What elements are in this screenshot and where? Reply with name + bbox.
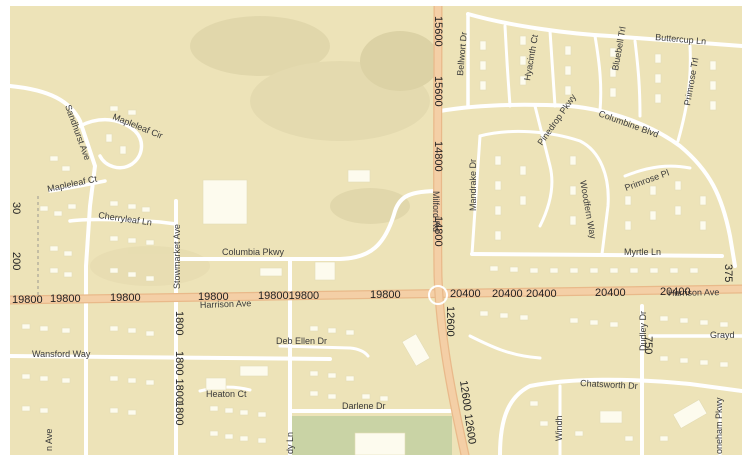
addr-18001800: 1800 1800 xyxy=(173,351,185,403)
addr-375: 375 xyxy=(722,264,734,282)
label-mandrake-dr: Mandrake Dr xyxy=(468,159,478,211)
addr-15600-a: 15600 xyxy=(432,16,444,47)
label-milford-rd: Milford Rd xyxy=(431,191,441,232)
label-grayd: Grayd xyxy=(710,330,735,340)
addr-1800-a: 1800 xyxy=(173,311,185,335)
addr-19800-a: 19800 xyxy=(12,294,43,306)
addr-14800-a: 14800 xyxy=(432,141,444,172)
addr-20400-e: 20400 xyxy=(660,286,691,298)
address-numbers: 19800 19800 19800 19800 1980019800 19800… xyxy=(10,16,734,445)
addr-20400-a: 20400 xyxy=(450,288,481,300)
label-oneham-pkwy: oneham Pkwy xyxy=(714,397,724,454)
label-stowmarket-ave: Stowmarket Ave xyxy=(172,224,182,289)
addr-1980019800: 1980019800 xyxy=(258,290,319,302)
frame-bottom xyxy=(0,455,742,461)
addr-200: 200 xyxy=(10,252,22,270)
label-ave-left: n Ave xyxy=(44,429,54,451)
label-chatsworth-dr: Chatsworth Dr xyxy=(580,378,638,391)
label-columbia-pkwy: Columbia Pkwy xyxy=(222,247,285,257)
minor-roads xyxy=(10,12,742,455)
label-harrison-ave-east: Harrison Ave xyxy=(668,287,720,298)
label-darlene-dr: Darlene Dr xyxy=(342,401,386,411)
addr-15600-b: 15600 xyxy=(432,76,444,107)
label-harrison-ave-west: Harrison Ave xyxy=(200,298,252,310)
label-deb-ellen-dr: Deb Ellen Dr xyxy=(276,336,327,346)
addr-19800-c: 19800 xyxy=(110,292,141,304)
frame-left xyxy=(0,0,10,461)
label-bellwort-dr: Bellwort Dr xyxy=(455,31,469,76)
label-heaton-ct: Heaton Ct xyxy=(206,389,247,399)
buildings xyxy=(21,35,729,455)
label-myrtle-ln: Myrtle Ln xyxy=(624,247,661,257)
addr-20400-c: 20400 xyxy=(526,288,557,300)
addr-1800-b: 1800 xyxy=(173,401,185,425)
arterial-roads xyxy=(10,6,742,455)
label-windham: Windh xyxy=(554,415,564,441)
frame-top xyxy=(0,0,742,6)
addr-19800-d: 19800 xyxy=(198,291,229,303)
terrain-shading xyxy=(90,16,440,286)
addr-14800-b: 14800 xyxy=(432,216,444,247)
addr-19800-b: 19800 xyxy=(50,293,81,305)
addr-12600-a: 12600 xyxy=(444,306,456,337)
label-dy-ln: dy Ln xyxy=(285,432,295,454)
addr-750: 750 xyxy=(642,336,654,354)
addr-19800-e: 19800 xyxy=(370,289,401,301)
label-buttercup-ln: Buttercup Ln xyxy=(655,32,707,46)
addr-20400-b: 20400 xyxy=(492,288,523,300)
label-wansford-way: Wansford Way xyxy=(32,349,91,359)
label-dudley-dr: Dudley Dr xyxy=(638,311,648,351)
addr-30: 30 xyxy=(10,202,22,214)
addr-20400-d: 20400 xyxy=(595,287,626,299)
map-canvas[interactable]: Mapleleaf Cir Sandhurst Ave Mapleleaf Ct… xyxy=(10,6,742,455)
